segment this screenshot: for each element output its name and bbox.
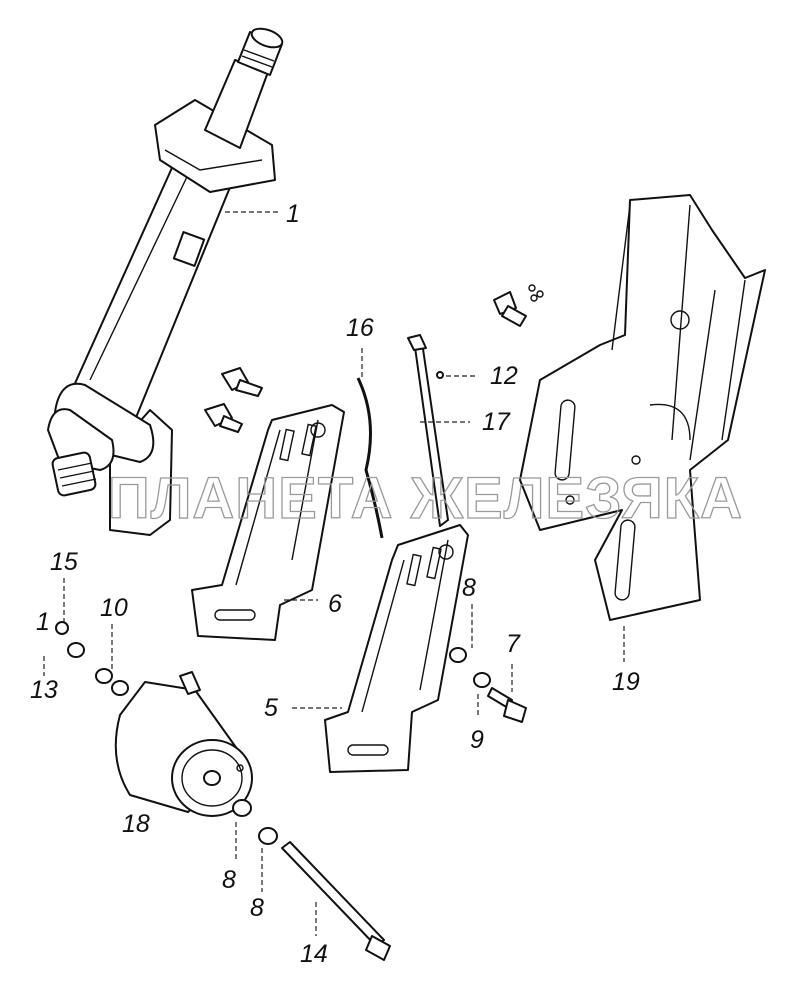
pin-12 xyxy=(436,371,444,379)
label-10: 10 xyxy=(100,594,128,622)
label-19: 19 xyxy=(612,668,640,696)
label-8-a: 8 xyxy=(222,866,236,894)
label-15: 15 xyxy=(50,548,78,576)
bolt-top-small xyxy=(493,284,544,327)
label-16: 16 xyxy=(346,314,374,342)
washer-8-right xyxy=(449,647,467,663)
label-11: 1 xyxy=(36,608,50,636)
bolt-lower-left xyxy=(204,403,243,433)
washer-8-b xyxy=(258,827,278,845)
washer-8-a xyxy=(232,799,252,817)
washer-13 xyxy=(67,642,85,658)
steering-column-part xyxy=(47,27,284,536)
label-14: 14 xyxy=(300,940,328,968)
motor-unit-18 xyxy=(114,671,253,817)
label-1: 1 xyxy=(286,200,300,228)
bolt-upper-left xyxy=(221,367,263,397)
label-12: 12 xyxy=(490,362,518,390)
label-18: 18 xyxy=(122,810,150,838)
mounting-plate-5 xyxy=(324,524,469,773)
mounting-plate-6 xyxy=(191,404,345,641)
label-17: 17 xyxy=(482,408,511,436)
label-8-b: 8 xyxy=(250,894,264,922)
label-5: 5 xyxy=(264,694,278,722)
large-bracket-19 xyxy=(519,194,766,621)
watermark-text: ПЛАНЕТА ЖЕЛЕЗЯКА xyxy=(108,466,743,531)
label-13: 13 xyxy=(30,676,58,704)
bolt-7 xyxy=(487,687,527,723)
washer-10-b xyxy=(111,680,129,696)
label-7: 7 xyxy=(506,630,521,658)
long-bolt-14 xyxy=(281,841,391,961)
washer-15 xyxy=(55,621,69,635)
label-8-right: 8 xyxy=(462,574,476,602)
lock-washer-9 xyxy=(473,672,491,688)
rod-17-end xyxy=(407,334,427,351)
label-6: 6 xyxy=(328,590,342,618)
washer-10-a xyxy=(95,668,113,684)
rod-16 xyxy=(356,377,384,539)
label-9: 9 xyxy=(470,726,484,754)
